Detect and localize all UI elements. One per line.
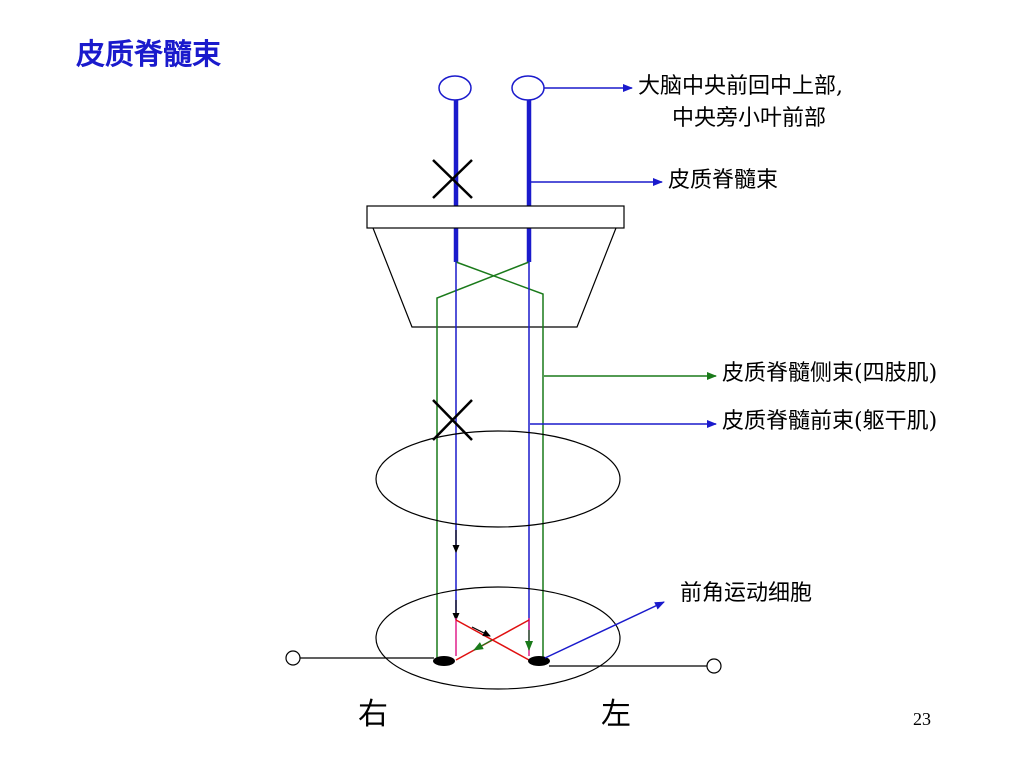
lateral-tract-label: 皮质脊髓侧束(四肢肌): [722, 361, 938, 386]
x-cross-icon: [432, 159, 473, 199]
motor-neuron-pointer-arrow: [544, 601, 665, 659]
commissure-red-b: [455, 619, 530, 661]
origin-label-line-2: 中央旁小叶前部: [672, 106, 827, 131]
cortex-neuron-right: [438, 75, 472, 101]
effector-left: [706, 658, 722, 674]
spinal-cord-upper-section: [375, 430, 621, 528]
motor-neuron-left: [528, 656, 550, 666]
commissure-arrow-black: [471, 626, 491, 637]
motor-neuron-label: 前角运动细胞: [680, 581, 813, 606]
commissure-arrow-green: [473, 639, 493, 651]
cortex-neuron-left: [511, 75, 545, 101]
effector-right: [285, 650, 301, 666]
medulla-trapezoid: [372, 227, 617, 328]
tract-label: 皮质脊髓束: [668, 168, 779, 193]
lateral-tract-left-crossing: [436, 261, 530, 658]
page-number: 23: [913, 709, 931, 729]
anterior-tract-label: 皮质脊髓前束(躯干肌): [722, 409, 938, 434]
lateral-tract-right-crossing: [455, 261, 544, 658]
motor-neuron-right: [433, 656, 455, 666]
commissure-crossing-pink: [455, 618, 530, 656]
right-side-label: 右: [358, 697, 388, 732]
medulla-top-band: [366, 205, 625, 229]
left-side-label: 左: [601, 697, 631, 732]
origin-label-line-1: 大脑中央前回中上部,: [638, 74, 843, 99]
spinal-cord-lower-section: [375, 586, 621, 690]
slide-title: 皮质脊髓束: [76, 37, 222, 71]
x-cross-icon: [432, 399, 473, 441]
